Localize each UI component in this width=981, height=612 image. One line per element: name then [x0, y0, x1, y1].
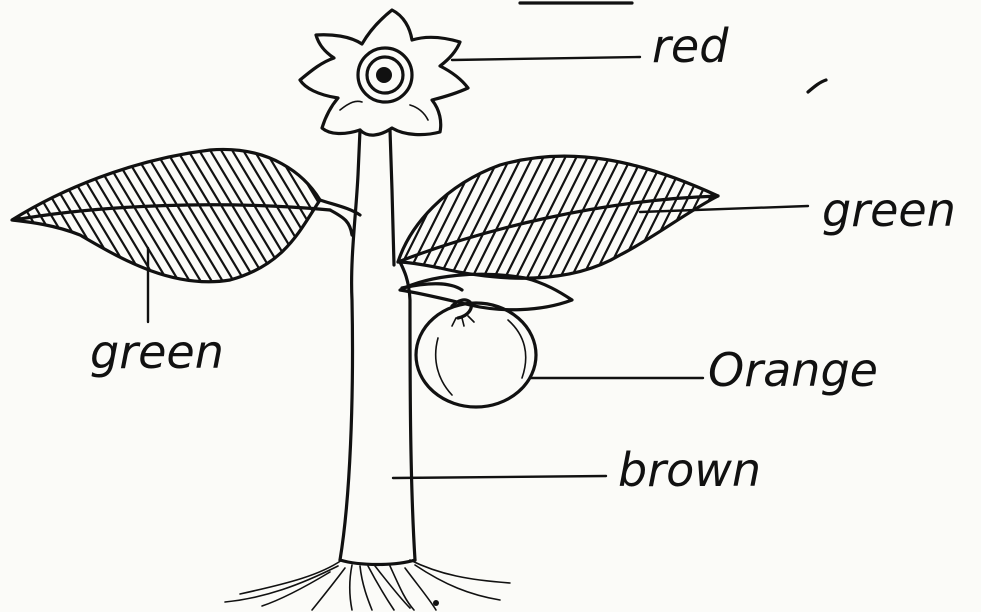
- leaf-hatch-line: [226, 140, 316, 290]
- right-leaf: [290, 150, 756, 290]
- fruit: [416, 300, 536, 407]
- label-right-leaf-color: green: [822, 183, 956, 237]
- stem: [340, 130, 415, 565]
- leaf-hatch-line: [488, 150, 558, 290]
- leaf-hatch-line: [303, 140, 393, 290]
- leaf-hatch-line: [160, 140, 250, 290]
- leaf-hatch-line: [301, 150, 371, 290]
- leaf-hatch-line: [653, 150, 723, 290]
- leaf-hatch-line: [336, 140, 426, 290]
- leaf-hatch-line: [466, 150, 536, 290]
- leaf-hatch-line: [543, 150, 613, 290]
- left-leaf: [0, 140, 426, 290]
- leaf-hatch-line: [631, 150, 701, 290]
- leaf-hatch-line: [444, 150, 514, 290]
- leaf-hatch-line: [422, 150, 492, 290]
- leaf-hatch-line: [0, 140, 30, 290]
- leaf-hatch-line: [565, 150, 635, 290]
- leaf-hatch-line: [193, 140, 283, 290]
- label-stem-color: brown: [618, 443, 761, 497]
- leader-stem: [393, 476, 606, 478]
- leader-flower: [452, 57, 640, 60]
- leaf-hatch-line: [259, 140, 349, 290]
- label-fruit-color: Orange: [708, 343, 878, 397]
- leaf-hatch-line: [50, 140, 140, 290]
- leaf-hatch-line: [61, 140, 151, 290]
- leaf-hatch-line: [675, 150, 745, 290]
- leaf-hatch-line: [609, 150, 679, 290]
- roots: [225, 560, 510, 610]
- label-left-leaf-color: green: [90, 325, 224, 379]
- leaf-hatch-line: [455, 150, 525, 290]
- leaf-hatch-line: [290, 150, 360, 290]
- stray-mark: [808, 80, 826, 92]
- leaf-hatch-line: [171, 140, 261, 290]
- stray-dot: [433, 600, 439, 606]
- leaf-hatch-line: [116, 140, 206, 290]
- leaf-hatch-line: [83, 140, 173, 290]
- leader-right-leaf: [640, 206, 808, 212]
- leaf-hatch-line: [400, 150, 470, 290]
- leaf-hatch-line: [587, 150, 657, 290]
- leaf-hatch-line: [17, 140, 107, 290]
- leaf-hatch-line: [270, 140, 360, 290]
- flower: [300, 10, 468, 135]
- leaf-hatch-line: [149, 140, 239, 290]
- leaf-hatch-line: [686, 150, 756, 290]
- label-flower-color: red: [652, 19, 729, 73]
- leaf-hatch-line: [664, 150, 734, 290]
